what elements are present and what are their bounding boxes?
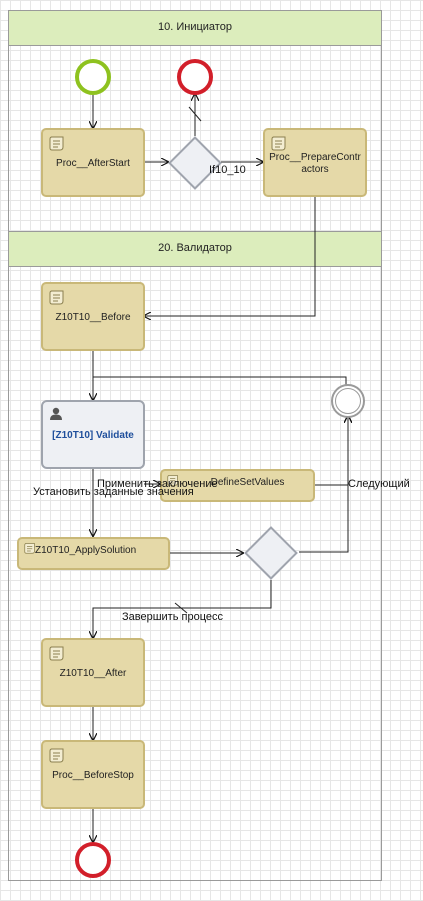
task-define-set-values[interactable]: DefineSetValues xyxy=(160,469,315,502)
task-label: Proc__AfterStart xyxy=(56,158,130,169)
flow-label-if10: If10_10 xyxy=(209,164,246,176)
flow-prepare-to-before xyxy=(144,197,316,316)
user-icon xyxy=(50,407,62,420)
task-proc-after-start[interactable]: Proc__AfterStart xyxy=(41,128,145,197)
flow-label-next: Следующий xyxy=(348,478,410,490)
task-z10t10-before[interactable]: Z10T10__Before xyxy=(41,282,145,351)
lane-header-validator: 20. Валидатор xyxy=(9,232,381,267)
flow-gateway-to-intermediate xyxy=(299,416,348,553)
flow-loop-back xyxy=(93,376,347,400)
task-label: Proc__PrepareContractors xyxy=(269,152,361,175)
start-event[interactable] xyxy=(75,59,111,95)
task-label: Z10T10__Before xyxy=(55,312,131,323)
flow-gateway-to-after xyxy=(93,580,272,638)
scroll-icon xyxy=(271,136,286,151)
task-label: DefineSetValues xyxy=(210,477,285,488)
scroll-icon xyxy=(49,646,64,661)
task-label: [Z10T10] Validate xyxy=(52,430,134,441)
task-label: Proc__BeforeStop xyxy=(52,770,134,781)
scroll-icon xyxy=(49,290,64,305)
scroll-icon xyxy=(49,748,64,763)
intermediate-event[interactable] xyxy=(331,384,365,418)
flow-label-apply-conclusion: Применить заключение xyxy=(97,478,218,490)
scroll-icon xyxy=(24,543,35,554)
task-label: Z10T10_ApplySolution xyxy=(35,545,137,556)
flow-define-to-intermediate xyxy=(315,416,348,486)
flow-finish-mark xyxy=(174,602,188,614)
scroll-icon xyxy=(167,475,178,486)
task-proc-before-stop[interactable]: Proc__BeforeStop xyxy=(41,740,145,809)
flow-default-mark xyxy=(188,106,202,122)
lane-validator: 20. Валидатор xyxy=(8,231,382,881)
scroll-icon xyxy=(49,136,64,151)
task-validate[interactable]: [Z10T10] Validate xyxy=(41,400,145,469)
end-event-initiator[interactable] xyxy=(177,59,213,95)
task-apply-solution[interactable]: Z10T10_ApplySolution xyxy=(17,537,170,570)
flow-label-finish-process: Завершить процесс xyxy=(122,611,223,623)
lane-initiator: 10. Инициатор xyxy=(8,10,382,232)
end-event[interactable] xyxy=(75,842,111,878)
flow-label-set-values: Установить заданные значения xyxy=(33,486,194,498)
lane-header-initiator: 10. Инициатор xyxy=(9,11,381,46)
task-label: Z10T10__After xyxy=(59,668,127,679)
task-z10t10-after[interactable]: Z10T10__After xyxy=(41,638,145,707)
task-proc-prepare-contractors[interactable]: Proc__PrepareContractors xyxy=(263,128,367,197)
